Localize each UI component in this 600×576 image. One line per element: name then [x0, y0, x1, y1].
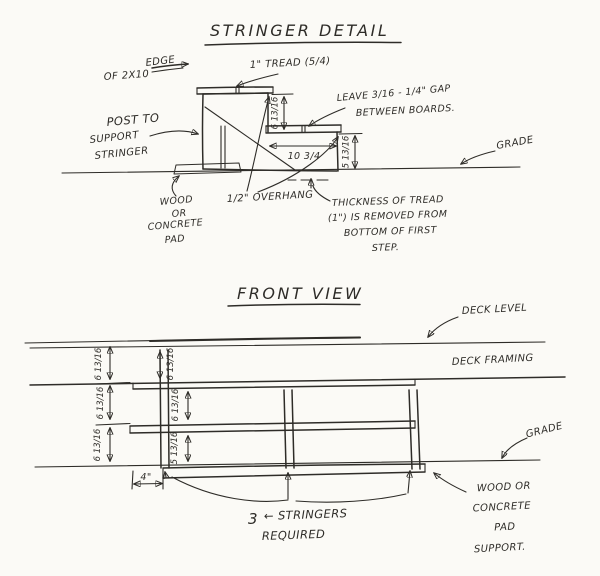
post-label-3: STRINGER [94, 145, 149, 162]
overhang-leader-2 [257, 137, 338, 193]
support-label-4: SUPPORT. [474, 542, 526, 556]
front-outer-dims: 6 13/16 6 13/16 6 13/16 [93, 347, 131, 461]
rise-dim-3: 6 13/16 [93, 428, 103, 461]
front-grade-line [34, 459, 541, 468]
stringers-label-2: REQUIRED [262, 527, 326, 543]
pad-leader [171, 176, 179, 197]
stringers-required-note: 3 ← STRINGERS REQUIRED [165, 471, 410, 543]
side-overhang-label: 4" [140, 472, 151, 483]
pad-label-1: WOOD [159, 194, 193, 208]
front-view-drawing: FRONT VIEW [24, 284, 566, 555]
front-title-underline [227, 303, 361, 307]
stringer-detail-title: STRINGER DETAIL [210, 21, 389, 40]
grade-label: GRADE [496, 135, 535, 152]
support-label-2: CONCRETE [473, 500, 532, 514]
front-inner-dims: 6 13/16 6 13/16 5 13/16 [160, 347, 188, 464]
thickness-label-2: (1") IS REMOVED FROM [328, 209, 448, 224]
pad-label-3: CONCRETE [147, 217, 203, 233]
gap-label-1: LEAVE 3/16 - 1/4" GAP [336, 83, 451, 104]
gap-label-2: BETWEEN BOARDS. [356, 103, 456, 119]
thickness-label-1: THICKNESS OF TREAD [332, 194, 444, 209]
rise-dim-2: 6 13/16 [96, 386, 106, 419]
lower-tread-board [265, 124, 342, 134]
front-tread-1 [132, 378, 416, 390]
bottom-rise-dim-front: 5 13/16 [170, 431, 180, 464]
deck-level-label: DECK LEVEL [462, 303, 528, 317]
front-view-title: FRONT VIEW [237, 284, 363, 303]
gap-leader [309, 107, 346, 126]
tread-label: 1" TREAD (5/4) [250, 56, 331, 71]
stringers-count: 3 [248, 510, 258, 528]
title-underline [204, 41, 402, 46]
top-tread-board [196, 86, 274, 95]
stringers-label-1: ← STRINGERS [264, 506, 348, 523]
deck-framing-label: DECK FRAMING [452, 353, 534, 368]
deck-level-leader [428, 316, 459, 337]
pad-support-note: WOOD OR CONCRETE PAD SUPPORT. [434, 473, 531, 555]
wood-concrete-pad [173, 162, 242, 175]
front-tread-2 [129, 420, 416, 434]
bottom-rise-dim: 5 13/16 [342, 135, 352, 168]
front-grade-label: GRADE [525, 421, 564, 441]
edge-label-2: OF 2X10 [103, 69, 149, 83]
overhang-leader-1 [246, 97, 269, 192]
side-overhang-dim: 4" [131, 470, 164, 490]
rise-dim-1: 6 13/16 [94, 347, 104, 380]
front-grade-leader [502, 437, 528, 458]
thickness-label-3: BOTTOM OF FIRST [344, 225, 438, 239]
pad-label-2: OR [171, 208, 187, 220]
post-label-1: POST TO [106, 110, 160, 129]
overhang-label: 1/2" OVERHANG [227, 189, 314, 205]
tread-leader [237, 73, 279, 86]
pad-support-leader [434, 473, 467, 493]
riser-dim: 6 13/16 [271, 96, 281, 129]
stringers [159, 349, 421, 470]
deck-level-lines [24, 336, 546, 349]
run-dim: 10 3/4 [288, 151, 321, 162]
support-label-3: PAD [494, 521, 516, 533]
thickness-leader [312, 185, 331, 202]
thickness-label-4: STEP. [372, 242, 400, 254]
support-post [220, 125, 226, 169]
grade-leader [461, 150, 496, 164]
pad-label-4: PAD [164, 233, 185, 246]
post-leader [149, 131, 198, 137]
post-label-2: SUPPORT [89, 130, 140, 146]
detail-dimensions: 6 13/16 10 3/4 5 13/16 [270, 93, 363, 168]
support-label-1: WOOD OR [477, 481, 532, 495]
rise-dim-5: 6 13/16 [171, 388, 181, 421]
bottom-board [162, 463, 426, 479]
edge-arrow [151, 64, 188, 69]
stringer-detail-drawing: STRINGER DETAIL [61, 21, 535, 254]
rise-dim-4: 6 13/16 [166, 347, 176, 380]
dashed-step-mark [287, 179, 329, 189]
edge-of-2x10-line [204, 106, 296, 171]
